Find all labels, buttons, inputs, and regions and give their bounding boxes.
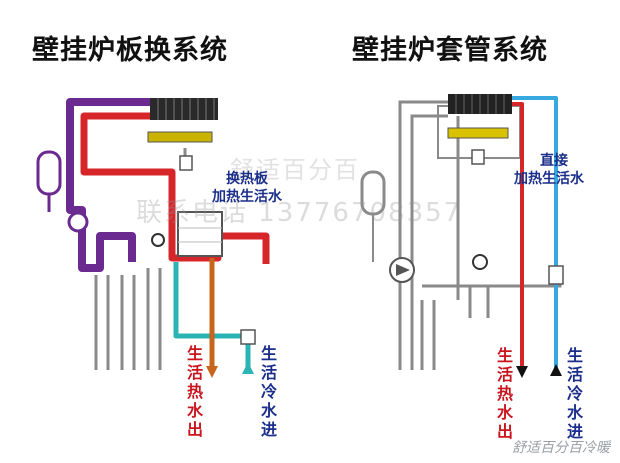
left-plate-exchanger [177, 211, 223, 257]
right-diagram-title: 壁挂炉套管系统 [352, 35, 548, 66]
bottom-watermark: 舒适百分百冷暖 [512, 440, 610, 456]
direct-heating-label-line2: 加热生活水 [514, 171, 584, 187]
right-pressure-gauge [472, 254, 488, 270]
right-cold-in-arrow [550, 364, 562, 376]
direct-heating-label-line1: 直接 [540, 153, 568, 169]
plate-exchanger-label-line2: 加热生活水 [212, 189, 282, 205]
phone-watermark: 联系电话 13776708357 [136, 198, 463, 228]
left-hot-out-arrow [206, 366, 218, 378]
left-cold-in-arrow [242, 362, 254, 374]
right-cold-in-label: 生活冷水进 [566, 346, 583, 441]
right-cold-water-pipe [512, 96, 558, 368]
right-gas-valve [471, 149, 485, 165]
right-flow-sensor [548, 265, 564, 285]
plate-exchanger-label-line1: 换热板 [226, 171, 268, 187]
left-burner [147, 131, 213, 143]
left-heating-pipe [80, 112, 270, 264]
right-burner [447, 127, 509, 139]
right-hot-out-arrow [516, 366, 528, 378]
right-hot-out-label: 生活热水出 [496, 346, 513, 441]
left-pressure-gauge [151, 233, 165, 247]
left-primary-loop-pipe [66, 98, 150, 272]
left-hot-out-label: 生活热水出 [186, 344, 203, 439]
left-heat-exchanger [150, 98, 218, 120]
right-gray-pipes [398, 100, 562, 370]
left-expansion-tank [36, 150, 62, 196]
left-diagram [36, 98, 270, 378]
left-flow-switch [240, 329, 256, 345]
right-hot-water-pipe [512, 102, 524, 368]
right-diagram [360, 94, 564, 378]
left-diagram-title: 壁挂炉板换系统 [32, 35, 228, 66]
brand-watermark: 舒适百分百 [230, 156, 360, 184]
left-pump [67, 211, 89, 233]
left-gas-valve [179, 155, 193, 171]
left-cold-in-label: 生活冷水进 [260, 344, 277, 439]
left-exchanger-fins [157, 98, 215, 120]
